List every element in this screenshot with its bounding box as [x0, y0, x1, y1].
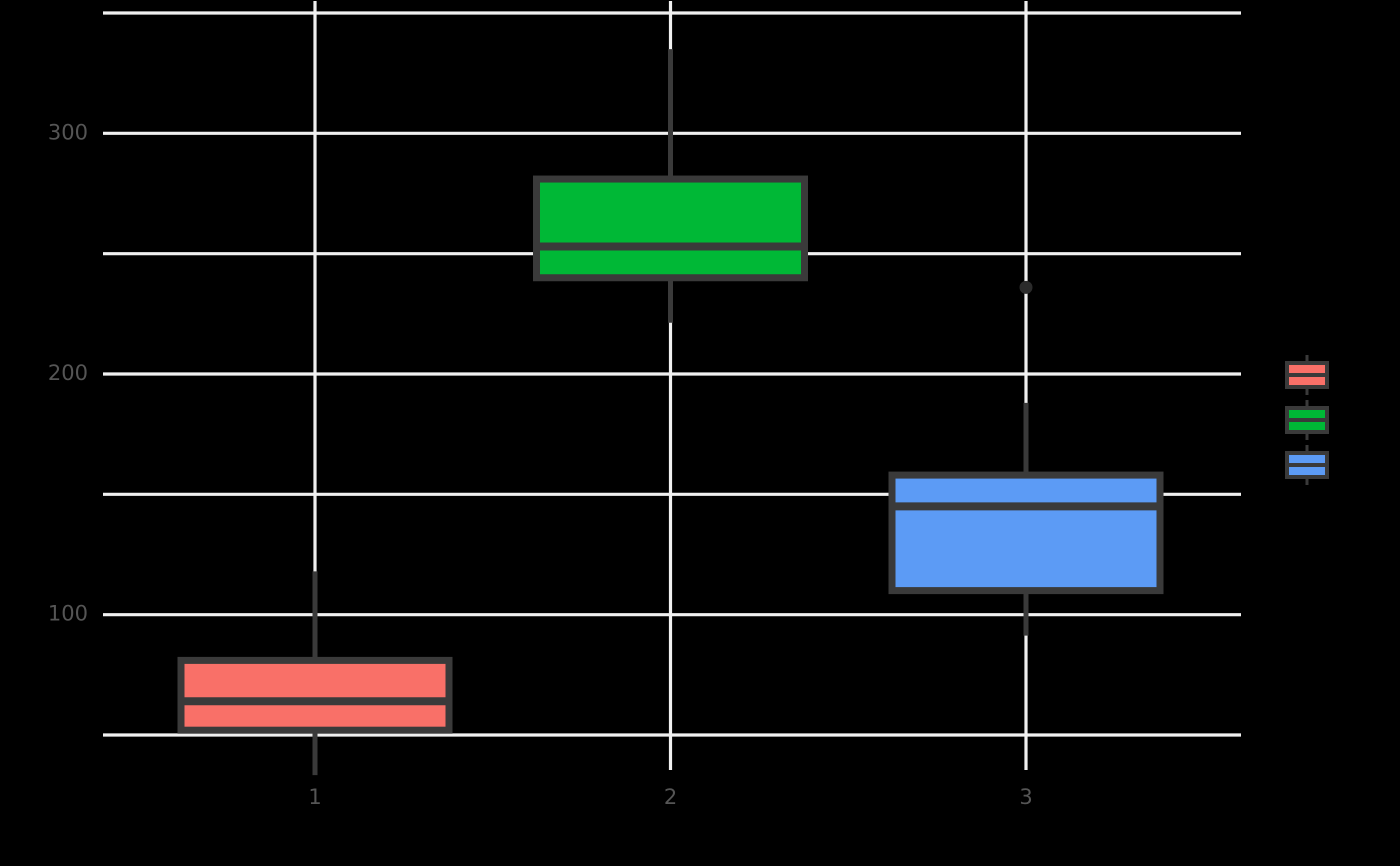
legend-item-1[interactable] [1285, 355, 1329, 395]
legend-item-2[interactable] [1285, 400, 1329, 440]
y-axis-tick-label: 100 [48, 602, 88, 626]
box-body [177, 656, 453, 734]
x-axis-tick-label: 3 [1019, 785, 1032, 809]
outlier-point [1019, 280, 1033, 294]
x-axis-tick-label: 1 [308, 785, 321, 809]
box-plots-group [177, 49, 1164, 776]
box-plot-2[interactable] [533, 49, 808, 323]
box-body [888, 471, 1164, 595]
x-axis-tick-label: 2 [664, 785, 677, 809]
box-body [533, 175, 808, 282]
y-axis-tick-label: 200 [48, 361, 88, 385]
box-plot-3[interactable] [888, 280, 1164, 636]
legend-item-3[interactable] [1285, 445, 1329, 485]
y-axis-tick-labels: 100 200 300 [48, 120, 88, 625]
legend[interactable] [1285, 355, 1329, 485]
box-plot-1[interactable] [177, 571, 453, 776]
x-axis-tick-labels: 1 2 3 [308, 785, 1032, 809]
y-axis-tick-label: 300 [48, 120, 88, 144]
